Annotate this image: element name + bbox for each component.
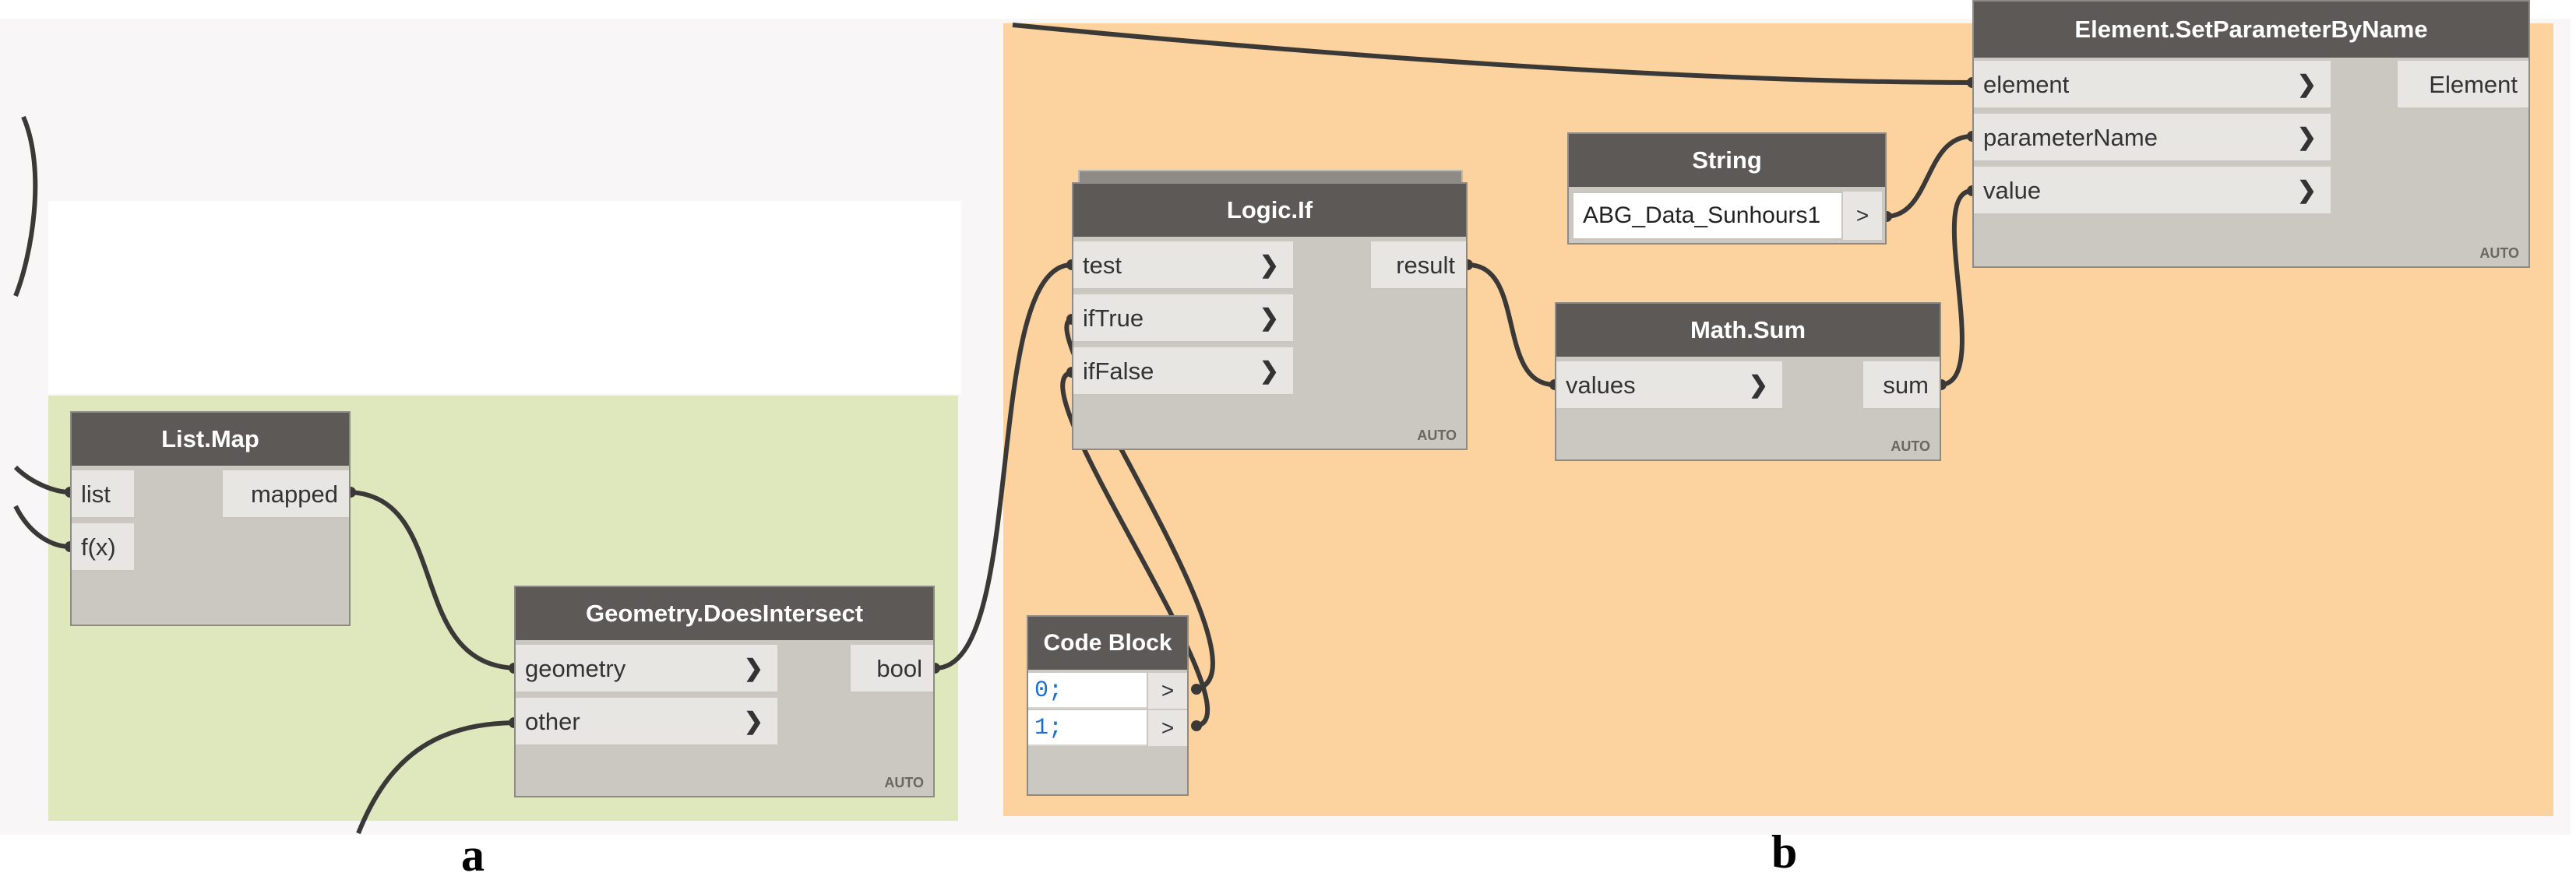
wire-string-to-paramname — [1886, 134, 1973, 219]
port-label: sum — [1883, 371, 1929, 399]
chevron-right-icon: ❯ — [1259, 305, 1279, 331]
chevron-right-icon: ❯ — [743, 656, 763, 681]
white-panel — [48, 201, 961, 394]
input-port-fx[interactable]: f(x) — [72, 523, 134, 572]
port-label: element — [1983, 71, 2070, 98]
port-label: result — [1396, 252, 1455, 279]
input-port-value[interactable]: value ❯ — [1974, 167, 2331, 215]
caption-b: b — [1771, 826, 1798, 878]
input-port-iftrue[interactable]: ifTrue ❯ — [1073, 294, 1293, 343]
node-geometry-doesintersect[interactable]: Geometry.DoesIntersect geometry❯ other❯ … — [514, 586, 935, 797]
port-label: ifTrue — [1083, 304, 1144, 332]
input-port-iffalse[interactable]: ifFalse ❯ — [1073, 347, 1293, 396]
node-title: Code Block — [1028, 617, 1187, 670]
chevron-right-icon: ❯ — [1748, 372, 1768, 398]
wire-mapped-to-geometry — [350, 490, 515, 670]
output-port-mapped[interactable]: mapped — [221, 470, 349, 519]
lacing-label: AUTO — [2479, 245, 2519, 261]
port-label: f(x) — [81, 533, 116, 561]
chevron-right-icon: ❯ — [1259, 358, 1279, 384]
port-label: geometry — [525, 655, 626, 682]
node-title: List.Map — [72, 413, 349, 466]
port-label: ifFalse — [1083, 357, 1154, 385]
node-title: Element.SetParameterByName — [1974, 2, 2528, 58]
node-code-block[interactable]: Code Block 0; > 1; > — [1027, 615, 1189, 796]
wire-bool-to-test — [934, 262, 1073, 671]
wire-top-to-element — [1012, 23, 1973, 85]
wire-into-list — [13, 465, 71, 495]
output-port-bool[interactable]: bool — [849, 645, 933, 693]
string-value-input[interactable]: ABG_Data_Sunhours1 — [1572, 192, 1849, 240]
output-port-sum[interactable]: sum — [1862, 361, 1940, 410]
chevron-right-icon: ❯ — [2296, 72, 2317, 97]
node-title: Math.Sum — [1556, 304, 1940, 357]
node-title: Geometry.DoesIntersect — [516, 587, 933, 640]
wire-top-left-loop — [13, 115, 38, 297]
wire-into-fx — [13, 505, 71, 549]
wire-into-other — [356, 720, 515, 835]
wire-sum-to-value — [1940, 188, 1973, 387]
chevron-right-icon: ❯ — [743, 709, 763, 734]
wire-result-to-values — [1467, 262, 1556, 387]
port-label: list — [81, 480, 111, 508]
output-port-result[interactable]: result — [1369, 241, 1466, 290]
input-port-geometry[interactable]: geometry ❯ — [516, 645, 777, 693]
node-logic-if[interactable]: Logic.If test ❯ ifTrue ❯ ifFalse ❯ result A… — [1072, 182, 1468, 450]
node-title: Logic.If — [1073, 184, 1466, 237]
node-list-map[interactable]: List.Map list f(x) mapped — [70, 411, 351, 626]
lacing-label: AUTO — [1891, 438, 1930, 454]
code-output-port-0[interactable]: > — [1147, 673, 1187, 709]
lacing-label: AUTO — [884, 775, 924, 790]
port-label: test — [1083, 252, 1122, 279]
lacing-label: AUTO — [1417, 428, 1457, 443]
output-port-element[interactable]: Element — [2396, 61, 2528, 109]
port-label: Element — [2429, 71, 2518, 98]
chevron-right-icon: ❯ — [2296, 125, 2317, 150]
node-title: String — [1569, 134, 1885, 187]
code-line-1[interactable]: 1; — [1028, 710, 1147, 746]
port-label: mapped — [250, 480, 338, 508]
chevron-right-icon: ❯ — [1259, 252, 1279, 278]
wire-code1-to-iffalse — [1060, 370, 1210, 728]
node-string[interactable]: String ABG_Data_Sunhours1 > — [1567, 132, 1887, 245]
code-line-0[interactable]: 0; — [1028, 673, 1147, 709]
port-label: value — [1983, 177, 2042, 204]
port-label: other — [525, 708, 580, 735]
node-element-setparameterbyname[interactable]: Element.SetParameterByName element ❯ para… — [1972, 0, 2530, 268]
input-port-parametername[interactable]: parameterName ❯ — [1974, 114, 2331, 162]
wire-code0-to-iftrue — [1064, 317, 1215, 692]
input-port-other[interactable]: other ❯ — [516, 698, 777, 746]
port-label: parameterName — [1983, 124, 2158, 151]
input-port-element[interactable]: element ❯ — [1974, 61, 2331, 109]
caption-a: a — [461, 829, 485, 881]
input-port-list[interactable]: list — [72, 470, 134, 519]
code-output-port-1[interactable]: > — [1147, 710, 1187, 746]
string-output-port[interactable]: > — [1841, 192, 1882, 240]
input-port-values[interactable]: values ❯ — [1556, 361, 1782, 410]
port-label: values — [1566, 371, 1636, 399]
port-label: bool — [876, 655, 922, 682]
node-math-sum[interactable]: Math.Sum values ❯ sum AUTO — [1555, 302, 1941, 461]
chevron-right-icon: ❯ — [2296, 178, 2317, 203]
input-port-test[interactable]: test ❯ — [1073, 241, 1293, 290]
